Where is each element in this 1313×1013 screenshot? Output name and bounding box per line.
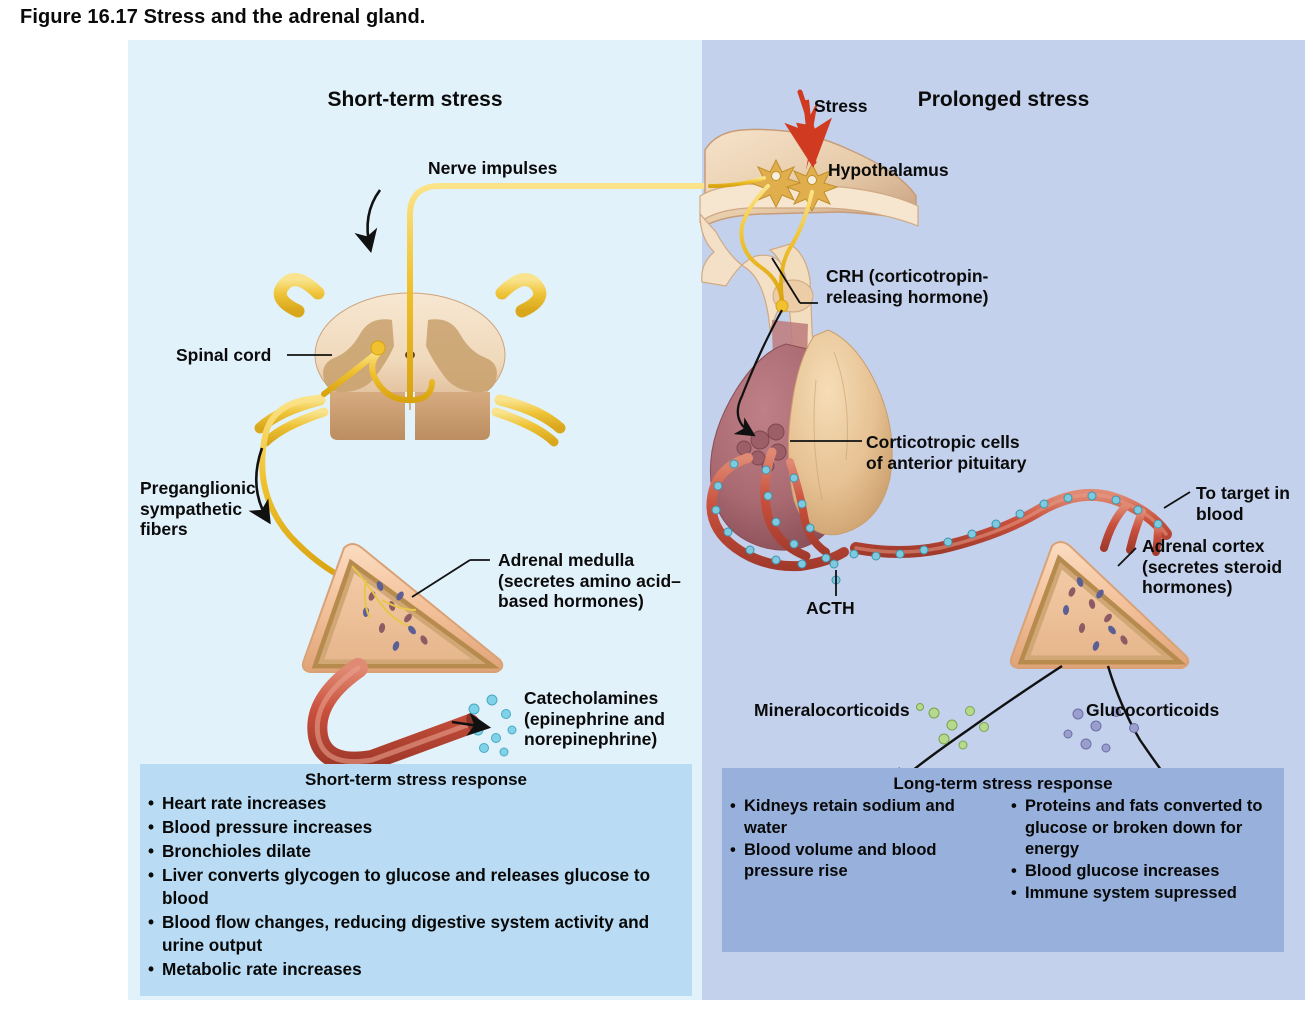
panel-title-prolonged: Prolonged stress: [917, 88, 1090, 111]
list-item: Blood flow changes, reducing digestive s…: [148, 911, 684, 957]
label-glucocorticoids: Glucocorticoids: [1086, 700, 1220, 720]
long-term-response-list-right: Proteins and fats converted to glucose o…: [1003, 796, 1284, 904]
label-to-target-in-blood: To target in blood: [1196, 483, 1290, 524]
label-catecholamines: Catecholamines (epinephrine and norepine…: [524, 688, 665, 750]
list-item: Proteins and fats converted to glucose o…: [1011, 796, 1276, 859]
long-term-response-title: Long-term stress response: [893, 774, 1113, 793]
long-term-response-list-left: Kidneys retain sodium and waterBlood vol…: [722, 796, 1003, 881]
list-item: Kidneys retain sodium and water: [730, 796, 995, 838]
list-item: Metabolic rate increases: [148, 958, 684, 981]
long-term-response-right-column: Proteins and fats converted to glucose o…: [1003, 794, 1284, 905]
label-preganglionic-sympathetic-fibers: Preganglionic sympathetic fibers: [140, 478, 256, 540]
long-term-stress-response-box: Long-term stress response Kidneys retain…: [722, 768, 1284, 952]
list-item: Blood glucose increases: [1011, 861, 1276, 882]
label-spinal-cord: Spinal cord: [176, 345, 272, 365]
panel-title-short-term: Short-term stress: [327, 88, 503, 111]
list-item: Blood volume and blood pressure rise: [730, 840, 995, 882]
short-term-stress-response-box: Short-term stress response Heart rate in…: [140, 764, 692, 996]
long-term-response-left-column: Kidneys retain sodium and waterBlood vol…: [722, 794, 1003, 905]
label-mineralocorticoids: Mineralocorticoids: [754, 700, 910, 720]
list-item: Bronchioles dilate: [148, 840, 684, 863]
list-item: Liver converts glycogen to glucose and r…: [148, 864, 684, 910]
list-item: Immune system supressed: [1011, 883, 1276, 904]
label-corticotropic-cells: Corticotropic cells of anterior pituitar…: [866, 432, 1027, 473]
label-nerve-impulses: Nerve impulses: [428, 158, 558, 178]
label-adrenal-medulla: Adrenal medulla (secretes amino acid– ba…: [498, 550, 681, 612]
label-acth: ACTH: [806, 598, 855, 618]
short-term-response-list: Heart rate increasesBlood pressure incre…: [140, 792, 692, 980]
label-stress: Stress: [814, 96, 868, 116]
figure-caption: Figure 16.17 Stress and the adrenal glan…: [20, 6, 426, 28]
label-adrenal-cortex: Adrenal cortex (secretes steroid hormone…: [1142, 536, 1283, 598]
short-term-response-title: Short-term stress response: [304, 770, 528, 789]
label-crh: CRH (corticotropin- releasing hormone): [826, 266, 989, 307]
list-item: Heart rate increases: [148, 792, 684, 815]
label-hypothalamus: Hypothalamus: [828, 160, 949, 180]
list-item: Blood pressure increases: [148, 816, 684, 839]
